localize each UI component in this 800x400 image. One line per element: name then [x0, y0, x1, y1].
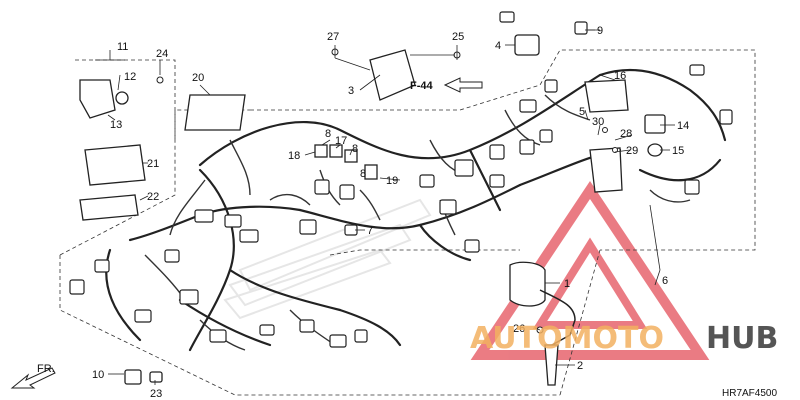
high-tension-lead	[539, 289, 576, 346]
part-label-4: 4	[495, 40, 501, 52]
part-label-9: 9	[597, 25, 603, 37]
part-label-16: 16	[614, 70, 626, 82]
part-label-7: 7	[367, 225, 373, 237]
part-label-20: 20	[192, 72, 204, 84]
part-label-5: 5	[579, 106, 585, 118]
part-label-30: 30	[592, 116, 604, 128]
harness-connectors	[69, 11, 733, 348]
part-label-18: 18	[288, 150, 300, 162]
control-unit	[584, 79, 629, 113]
part-label-19: 19	[386, 175, 398, 187]
front-label: FR.	[37, 363, 55, 375]
part-label-28: 28	[620, 128, 632, 140]
part-label-21: 21	[147, 158, 159, 170]
part-label-10: 10	[92, 369, 104, 381]
fuse-holder	[79, 194, 139, 221]
part-label-29: 29	[626, 145, 638, 157]
part-label-6: 6	[662, 275, 668, 287]
part-label-8a: 8	[325, 128, 331, 140]
part-label-13: 13	[110, 119, 122, 131]
reference-arrow: F-44	[410, 77, 483, 93]
part-label-2: 2	[577, 360, 583, 372]
part-label-11: 11	[117, 41, 128, 53]
clip-unit	[124, 369, 142, 385]
part-label-25: 25	[452, 31, 464, 43]
bolts	[156, 48, 618, 334]
part-label-8c: 8	[360, 168, 366, 180]
harness-branches	[144, 94, 691, 351]
part-label-12: 12	[124, 71, 136, 83]
part-label-8b: 8	[352, 143, 358, 155]
part-label-1: 1	[564, 278, 570, 290]
part-number-labels: 1 2 3 4 5 6 7 8 8 8 9 10 11 12 13 14 15 …	[92, 25, 689, 400]
honda-wing-background	[223, 198, 432, 320]
ecu-unit	[369, 49, 416, 101]
relay-unit	[514, 34, 540, 56]
fuse-box-lid	[184, 94, 246, 131]
part-label-27: 27	[327, 31, 339, 43]
part-label-3: 3	[348, 85, 354, 97]
part-label-23: 23	[150, 388, 162, 400]
part-label-15: 15	[672, 145, 684, 157]
sensor-bracket	[79, 79, 116, 119]
starter-relay	[589, 147, 623, 193]
diagram-code: HR7AF4500	[722, 388, 777, 399]
watermark-text-part1: AUTOMOTO	[470, 321, 664, 356]
part-label-14: 14	[677, 120, 689, 132]
part-label-22: 22	[147, 191, 159, 203]
relay-bracket	[644, 114, 666, 134]
front-arrow: FR.	[10, 363, 56, 389]
watermark-text-part2: HUB	[706, 321, 778, 356]
ignition-coil	[509, 261, 546, 307]
spark-plug-cap	[544, 344, 559, 386]
watermark-text: AUTOMOTO HUB	[470, 321, 778, 356]
reference-label: F-44	[410, 80, 434, 92]
fuse-box	[84, 144, 146, 186]
part-label-26: 26	[513, 323, 525, 335]
leader-lines	[95, 29, 675, 385]
part-label-17: 17	[335, 135, 347, 147]
part-label-24: 24	[156, 48, 168, 60]
